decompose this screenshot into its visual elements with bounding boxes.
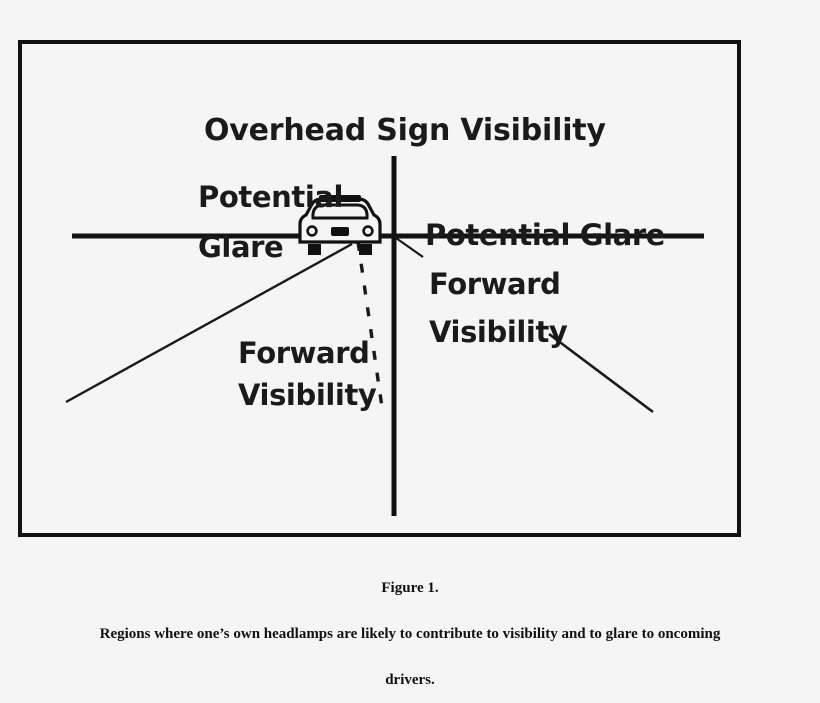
caption-body-line-2: drivers. bbox=[385, 672, 435, 688]
label-right-forward-visibility-line1: Forward bbox=[429, 267, 561, 301]
figure-frame: Overhead Sign Visibility Potential Glare… bbox=[18, 40, 741, 537]
car-wheel-right-icon bbox=[359, 244, 372, 255]
diagram-title: Overhead Sign Visibility bbox=[204, 113, 606, 148]
label-right-potential-glare: Potential Glare bbox=[425, 218, 666, 252]
car-headlamp-right-icon bbox=[362, 225, 374, 237]
caption-body-line-1: Regions where one’s own headlamps are li… bbox=[99, 626, 721, 642]
car-roof-icon bbox=[319, 195, 361, 202]
car-headlamp-left-icon bbox=[306, 225, 318, 237]
car-wheel-left-icon bbox=[308, 244, 321, 255]
caption-figure-number: Figure 1. bbox=[381, 580, 439, 596]
glare-ray-down-left bbox=[65, 242, 353, 404]
label-left-forward-visibility-line1: Forward bbox=[238, 336, 370, 370]
oncoming-forward-visibility-stub bbox=[395, 237, 424, 258]
label-left-forward-visibility-line2: Visibility bbox=[238, 378, 377, 412]
car-windshield-icon bbox=[311, 203, 369, 220]
car-front-icon bbox=[298, 195, 382, 255]
forward-visibility-ray-dashed bbox=[356, 241, 385, 415]
car-grille-icon bbox=[331, 227, 349, 236]
oncoming-glare-ray-down-right bbox=[548, 332, 654, 414]
label-left-potential-glare-line2: Glare bbox=[198, 230, 284, 264]
visibility-diagram bbox=[65, 156, 704, 516]
label-right-forward-visibility-line2: Visibility bbox=[429, 315, 568, 349]
label-left-potential-glare-line1: Potential bbox=[198, 180, 344, 214]
